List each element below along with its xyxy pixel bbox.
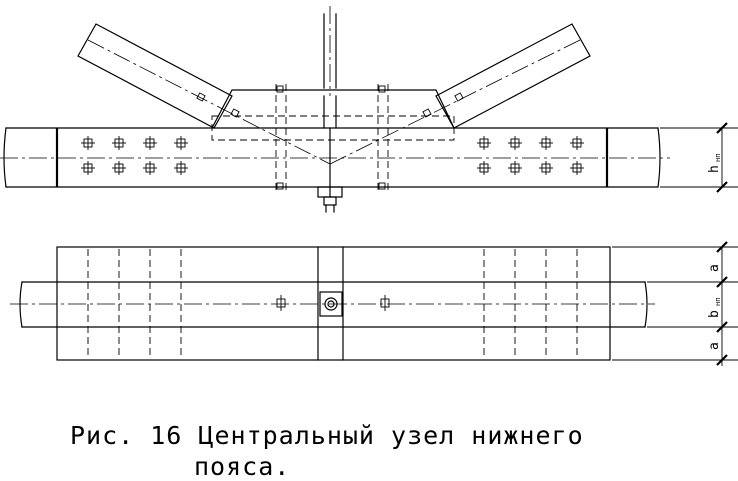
caption-line-1: Рис. 16 Центральный узел нижнего xyxy=(70,421,584,450)
left-diagonal-brace xyxy=(77,23,331,165)
width-subscript: нп xyxy=(714,298,722,306)
bolt-symbol xyxy=(112,136,126,150)
caption-line-2: пояса. xyxy=(194,452,291,481)
figure-caption: Рис. 16 Центральный узел нижнего пояса. xyxy=(70,418,670,480)
bolt-symbol xyxy=(81,136,95,150)
lower-chord xyxy=(0,95,670,188)
width-dimension: a b нп a xyxy=(612,241,738,366)
bolt-symbol xyxy=(508,161,522,175)
bolt-symbol xyxy=(539,136,553,150)
height-label: h xyxy=(707,165,722,173)
bolt-group-right xyxy=(477,136,584,175)
bolt-symbol xyxy=(81,161,95,175)
bolt-symbol xyxy=(112,161,126,175)
bolt-symbol xyxy=(143,161,157,175)
plan-bolt-lines xyxy=(87,249,578,358)
bolt-symbol xyxy=(570,161,584,175)
offset-label-top: a xyxy=(707,264,722,272)
right-diagonal-brace xyxy=(329,23,591,165)
bolt-symbol xyxy=(570,136,584,150)
vertical-post xyxy=(323,6,337,96)
bolt-symbol xyxy=(508,136,522,150)
plan-view: a b нп a xyxy=(10,241,738,366)
bolt-symbol xyxy=(477,136,491,150)
width-label: b xyxy=(707,310,722,318)
bolt-symbol xyxy=(539,161,553,175)
bolt-symbol xyxy=(477,161,491,175)
bolt-symbol xyxy=(174,136,188,150)
hanger-bolt xyxy=(317,186,343,213)
gusset-plate xyxy=(211,84,455,190)
height-subscript: нп xyxy=(714,154,722,162)
bolt-group-left xyxy=(81,136,188,175)
height-dimension: h нп xyxy=(660,122,738,193)
bolt-symbol xyxy=(143,136,157,150)
offset-label-bottom: a xyxy=(707,342,722,350)
elevation-view: h нп xyxy=(0,6,738,213)
bolt-symbol xyxy=(174,161,188,175)
